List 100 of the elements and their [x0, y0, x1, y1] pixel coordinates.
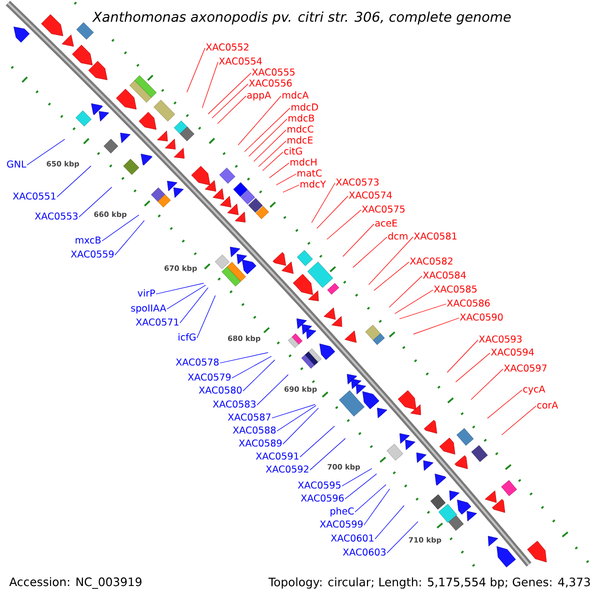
gene-label: citG: [284, 147, 302, 155]
leader-line: [364, 488, 390, 526]
leader-line: [256, 374, 289, 406]
gene-label: XAC0580: [198, 386, 242, 394]
gene-label: XAC0551: [12, 192, 56, 200]
gene-label: spoIIAA: [131, 304, 166, 314]
gene-label: matC: [298, 169, 322, 177]
leader-line: [258, 140, 286, 167]
leader-line: [352, 236, 388, 268]
map-title: Xanthomonas axonopodis pv. citri str. 306, complete genome: [92, 11, 511, 25]
leader-line: [196, 295, 216, 338]
leader-line: [344, 474, 377, 500]
gene-label: XAC0578: [176, 358, 219, 366]
gene-label: XAC0582: [410, 257, 452, 265]
leader-line: [282, 184, 300, 193]
gene-label: XAC0575: [362, 205, 405, 213]
gene-label: XAC0590: [460, 313, 503, 321]
footer-text: Accession: NC_003919: [9, 577, 142, 589]
leader-line: [102, 214, 140, 242]
leader-line: [244, 108, 290, 152]
leader-line: [166, 284, 206, 310]
leader-line: [202, 62, 218, 108]
gene-label: pheC: [330, 507, 354, 516]
leader-line: [114, 220, 145, 256]
leader-line: [399, 304, 446, 320]
gene-label: XAC0583: [212, 400, 256, 408]
gene-label: XAC0601: [330, 534, 374, 542]
gene-label: XAC0589: [238, 439, 282, 447]
leader-line: [310, 438, 346, 470]
leader-line: [455, 352, 490, 382]
gene-label: mdcA: [282, 91, 309, 99]
leader-line: [487, 390, 522, 419]
leader-line: [342, 468, 372, 486]
gene-label: XAC0559: [70, 250, 114, 258]
leader-line: [217, 96, 246, 124]
gene-label: mdcE: [288, 136, 313, 144]
gene-label: XAC0596: [300, 494, 344, 502]
leader-line: [342, 224, 374, 257]
leader-line: [186, 48, 206, 92]
gene-label: XAC0585: [434, 285, 477, 293]
leader-line: [368, 236, 414, 286]
gene-label: XAC0584: [422, 271, 466, 279]
leader-line: [300, 426, 335, 458]
leader-line: [269, 162, 290, 178]
leader-line: [470, 368, 504, 400]
leader-line: [388, 276, 422, 308]
gene-label: XAC0587: [228, 413, 270, 421]
gene-label: GNL: [7, 160, 26, 168]
leader-line: [242, 360, 276, 392]
leader-line: [212, 84, 248, 118]
gene-label: dcm: [388, 232, 408, 240]
leader-line: [262, 152, 284, 171]
gene-label: XAC0593: [478, 335, 522, 343]
leader-line: [272, 404, 316, 418]
gene-label: XAC0591: [256, 452, 298, 460]
leader-line: [394, 290, 434, 314]
leader-line: [238, 96, 282, 146]
gene-label: XAC0552: [206, 43, 248, 51]
leader-line: [413, 318, 460, 335]
gene-label: XAC0588: [232, 426, 276, 434]
gene-label: mdcH: [290, 158, 316, 166]
leader-line: [282, 408, 319, 444]
gene-label: mdcD: [292, 103, 318, 111]
gene-label: mxcB: [76, 236, 101, 244]
gene-label: aceE: [375, 220, 397, 227]
leader-line: [374, 505, 404, 540]
gene-label: mdcY: [300, 180, 326, 188]
leader-line: [276, 174, 296, 186]
gene-label: XAC0579: [188, 373, 231, 381]
gene-label: mdcC: [288, 125, 314, 133]
gene-label: XAC0573: [336, 178, 379, 186]
gene-label: XAC0586: [446, 299, 490, 307]
footer-text: Topology: circular; Length: 5,175,554 bp; Genes: 4,373: [268, 577, 590, 589]
gene-label: XAC0571: [136, 318, 178, 326]
leader-line: [316, 196, 348, 229]
leader-line: [326, 210, 362, 240]
leader-line: [180, 287, 208, 324]
gene-label: XAC0555: [252, 68, 295, 76]
gene-label: cycA: [523, 386, 546, 394]
leader-line: [220, 352, 268, 364]
gene-label: XAC0592: [266, 465, 308, 473]
leader-line: [386, 521, 418, 554]
gene-label: XAC0581: [414, 232, 456, 240]
leader-line: [374, 262, 410, 291]
leader-line: [232, 356, 272, 378]
leader-line: [208, 72, 252, 114]
leader-line: [78, 186, 112, 218]
gene-label: XAC0574: [348, 191, 392, 199]
leader-line: [156, 282, 204, 294]
gene-label: appA: [247, 92, 272, 100]
gene-label: XAC0597: [504, 364, 547, 372]
leader-line: [501, 406, 536, 436]
leader-line: [26, 138, 66, 166]
gene-label: corA: [537, 402, 558, 409]
gene-label: XAC0603: [342, 548, 386, 556]
gene-label: icfG: [178, 333, 196, 341]
leader-line: [248, 118, 288, 157]
leader-line: [276, 405, 316, 432]
gene-label: XAC0556: [248, 79, 292, 87]
gene-label: XAC0599: [320, 520, 363, 528]
